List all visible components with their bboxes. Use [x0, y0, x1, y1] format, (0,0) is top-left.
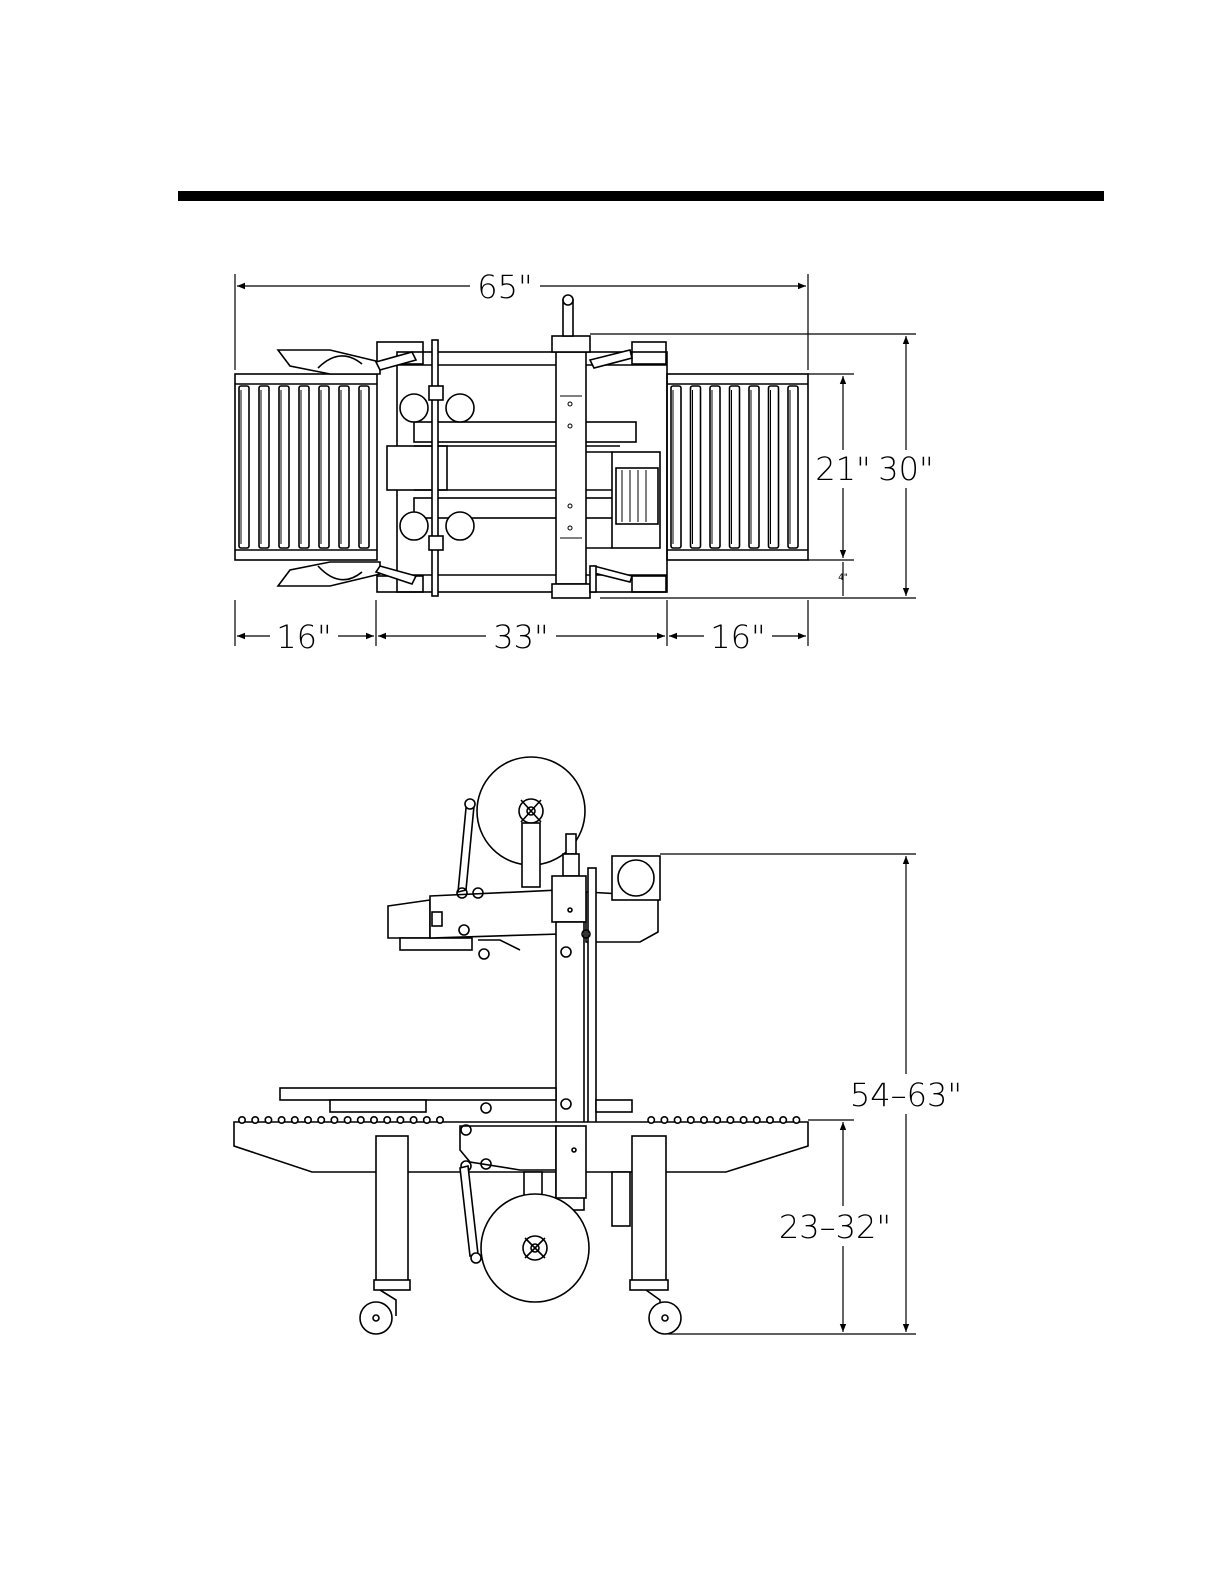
label-overall-length: 65" — [477, 268, 532, 306]
label-side-offset: 4" — [838, 573, 848, 583]
side-roller — [305, 1117, 311, 1123]
side-roller — [767, 1117, 773, 1123]
side-roller — [754, 1117, 760, 1123]
infeed-conveyor — [235, 374, 377, 560]
label-table-height: 23–32" — [779, 1208, 891, 1246]
side-roller — [239, 1117, 245, 1123]
label-center-length: 33" — [493, 618, 548, 656]
side-roller — [740, 1117, 746, 1123]
side-roller — [318, 1117, 324, 1123]
top-view: 65" 16" 33" 16" 21" — [235, 268, 934, 656]
label-conveyor-width: 21" — [815, 450, 870, 488]
side-roller — [252, 1117, 258, 1123]
dimension-heights: 54–63" 23–32" — [660, 854, 962, 1334]
side-roller — [793, 1117, 799, 1123]
side-roller — [397, 1117, 403, 1123]
side-roller — [714, 1117, 720, 1123]
side-roller — [265, 1117, 271, 1123]
side-roller — [661, 1117, 667, 1123]
side-roller — [331, 1117, 337, 1123]
label-infeed-length: 16" — [276, 618, 331, 656]
side-roller — [674, 1117, 680, 1123]
side-roller — [780, 1117, 786, 1123]
side-roller — [278, 1117, 284, 1123]
side-roller — [384, 1117, 390, 1123]
side-roller — [727, 1117, 733, 1123]
side-roller — [410, 1117, 416, 1123]
label-outfeed-length: 16" — [710, 618, 765, 656]
label-overall-width: 30" — [878, 450, 933, 488]
side-roller — [358, 1117, 364, 1123]
outfeed-conveyor — [667, 374, 808, 560]
side-roller — [292, 1117, 298, 1123]
side-view: 54–63" 23–32" — [234, 757, 962, 1334]
side-roller — [437, 1117, 443, 1123]
label-overall-height: 54–63" — [850, 1076, 962, 1114]
side-roller — [701, 1117, 707, 1123]
dimension-section-lengths: 16" 33" 16" — [235, 600, 808, 656]
side-roller — [424, 1117, 430, 1123]
side-roller — [344, 1117, 350, 1123]
side-roller — [688, 1117, 694, 1123]
side-roller — [371, 1117, 377, 1123]
side-roller — [648, 1117, 654, 1123]
header-rule — [178, 191, 1104, 201]
